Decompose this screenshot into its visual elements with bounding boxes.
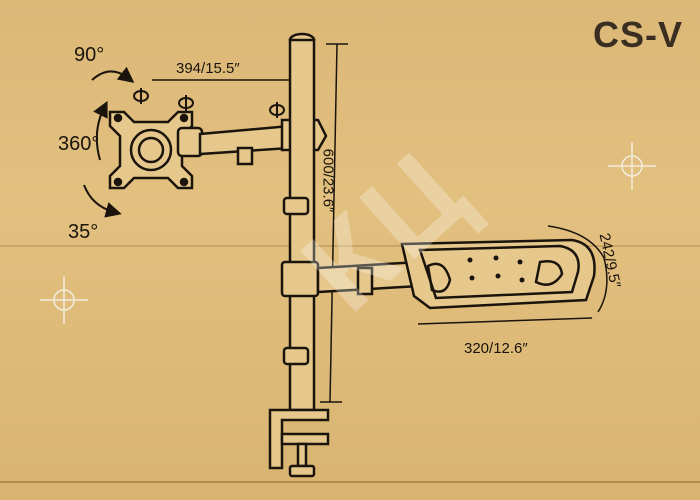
tray-width-label: 320/12.6″	[464, 340, 528, 357]
tray-depth-dimension-line	[547, 225, 608, 313]
height-dimension-line	[329, 43, 338, 403]
laptop-tray	[400, 238, 596, 310]
tilt-up-angle: 90°	[74, 44, 105, 66]
swivel-arrow-icon	[93, 100, 108, 161]
model-code: CS-V	[593, 14, 684, 55]
tilt-down-arrow-icon	[83, 184, 122, 218]
crosshair-mark-left	[40, 276, 88, 324]
swivel-angle: 360°	[58, 133, 100, 155]
tilt-down-angle: 35°	[68, 221, 99, 243]
tray-width-dimension-line	[417, 317, 593, 325]
desk-clamp	[268, 408, 330, 478]
tilt-up-arrow-icon	[91, 66, 135, 83]
pole-height-label: 600/23.6″	[319, 148, 337, 213]
vertical-pole	[280, 32, 320, 412]
lower-arm	[316, 260, 422, 296]
crosshair-mark-right	[608, 142, 656, 190]
vesa-plate	[108, 110, 194, 190]
arm-reach-label: 394/15.5″	[176, 60, 240, 77]
